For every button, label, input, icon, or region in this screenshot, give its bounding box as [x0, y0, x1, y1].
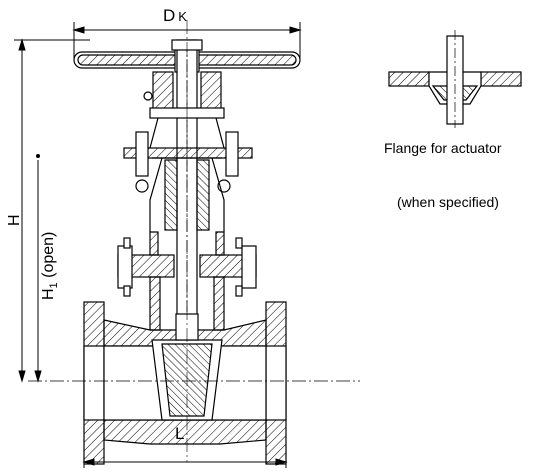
flange-caption: Flange for actuator [384, 140, 502, 156]
bonnet-body [149, 231, 225, 331]
h1-label: H1 (open) [40, 231, 61, 300]
l-label: L [175, 424, 185, 443]
packing-chamber [164, 159, 210, 231]
flange-note: (when specified) [397, 194, 499, 210]
l-dimension [82, 446, 288, 468]
h1-dimension [34, 154, 42, 383]
bonnet-flange [117, 237, 257, 297]
h-label: H [6, 214, 23, 226]
gland-flange [123, 131, 253, 193]
h-dimension [14, 38, 90, 383]
actuator-flange-detail [388, 30, 522, 128]
yoke-arms [149, 117, 225, 232]
